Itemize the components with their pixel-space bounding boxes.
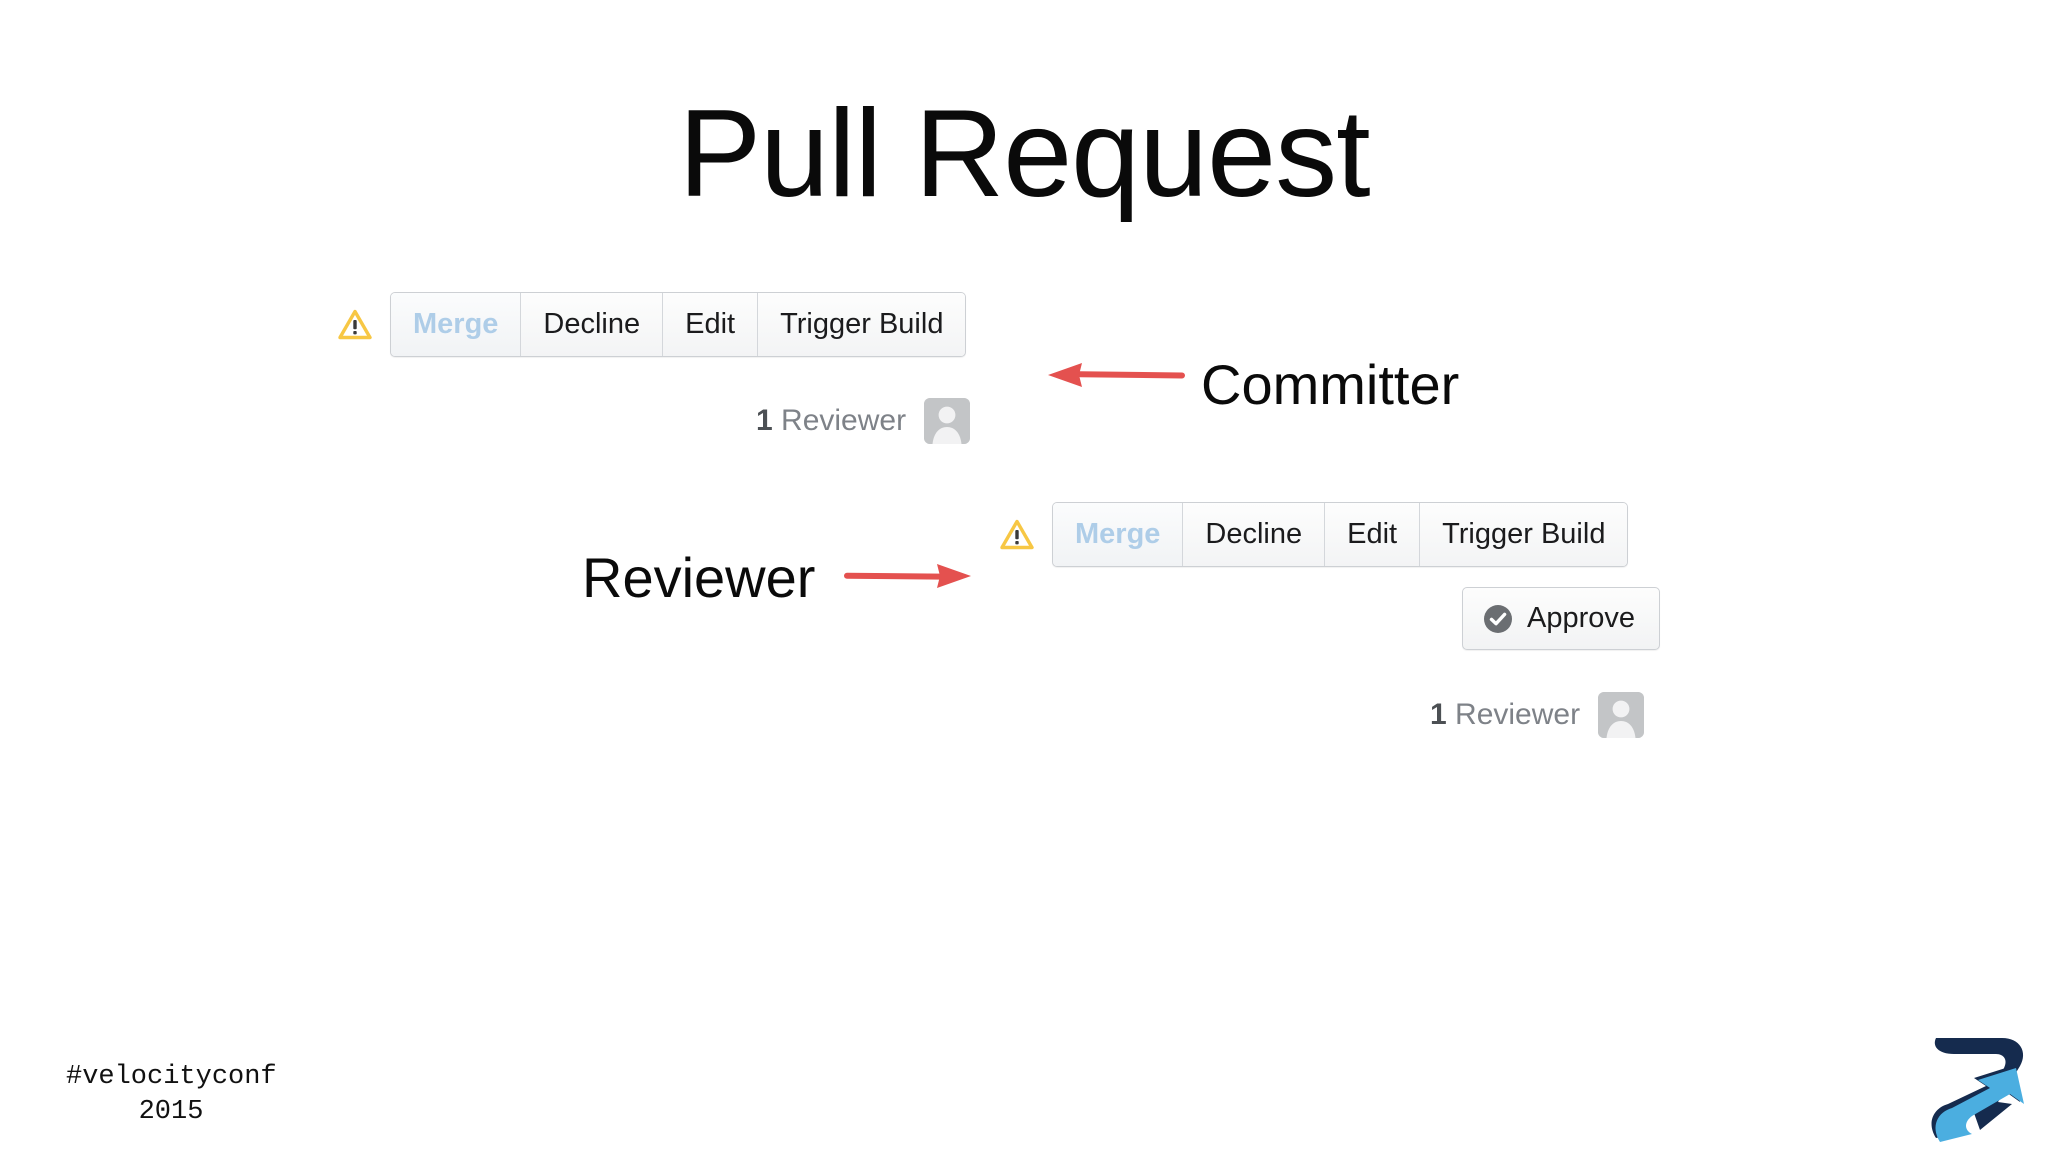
page-title: Pull Request xyxy=(678,85,1370,223)
recycle-arrows-logo xyxy=(1931,1038,2024,1142)
reviewer-annotation-label: Reviewer xyxy=(582,546,816,609)
conference-hashtag: #velocityconf 2015 xyxy=(66,1062,277,1128)
committer-pr-panel: Merge Decline Edit Trigger Build 1 Revie… xyxy=(338,292,971,444)
trigger-build-button[interactable]: Trigger Build xyxy=(1420,503,1628,566)
reviewer-action-row: Merge Decline Edit Trigger Build xyxy=(1000,502,1629,567)
warning-triangle-icon xyxy=(338,309,372,339)
merge-button[interactable]: Merge xyxy=(391,293,522,356)
reviewer-count-label: 1 Reviewer xyxy=(756,404,906,438)
reviewer-count: 1 xyxy=(756,404,773,437)
decline-button[interactable]: Decline xyxy=(1183,503,1326,566)
user-avatar-icon[interactable] xyxy=(924,398,971,444)
committer-reviewer-line: 1 Reviewer xyxy=(756,398,971,444)
warning-triangle-icon xyxy=(1000,519,1034,549)
edit-button[interactable]: Edit xyxy=(1325,503,1421,566)
approve-button[interactable]: Approve xyxy=(1462,587,1661,650)
user-avatar-icon[interactable] xyxy=(1598,692,1645,738)
reviewer-count: 1 xyxy=(1430,698,1447,731)
approve-button-label: Approve xyxy=(1527,602,1636,634)
committer-annotation-label: Committer xyxy=(1201,353,1460,416)
committer-button-group[interactable]: Merge Decline Edit Trigger Build xyxy=(390,292,967,357)
reviewer-pr-panel: Merge Decline Edit Trigger Build Approve… xyxy=(1000,502,1661,738)
reviewer-reviewer-line: 1 Reviewer xyxy=(1430,692,1645,738)
arrow-right-icon xyxy=(844,564,971,588)
trigger-build-button[interactable]: Trigger Build xyxy=(758,293,966,356)
reviewer-button-group[interactable]: Merge Decline Edit Trigger Build xyxy=(1052,502,1629,567)
check-circle-icon xyxy=(1484,604,1512,633)
arrow-left-icon xyxy=(1048,363,1185,387)
decline-button[interactable]: Decline xyxy=(521,293,664,356)
merge-button[interactable]: Merge xyxy=(1053,503,1184,566)
reviewer-word: Reviewer xyxy=(781,404,907,437)
reviewer-word: Reviewer xyxy=(1455,698,1581,731)
edit-button[interactable]: Edit xyxy=(663,293,759,356)
committer-action-row: Merge Decline Edit Trigger Build xyxy=(338,292,967,357)
reviewer-count-label: 1 Reviewer xyxy=(1430,698,1580,732)
